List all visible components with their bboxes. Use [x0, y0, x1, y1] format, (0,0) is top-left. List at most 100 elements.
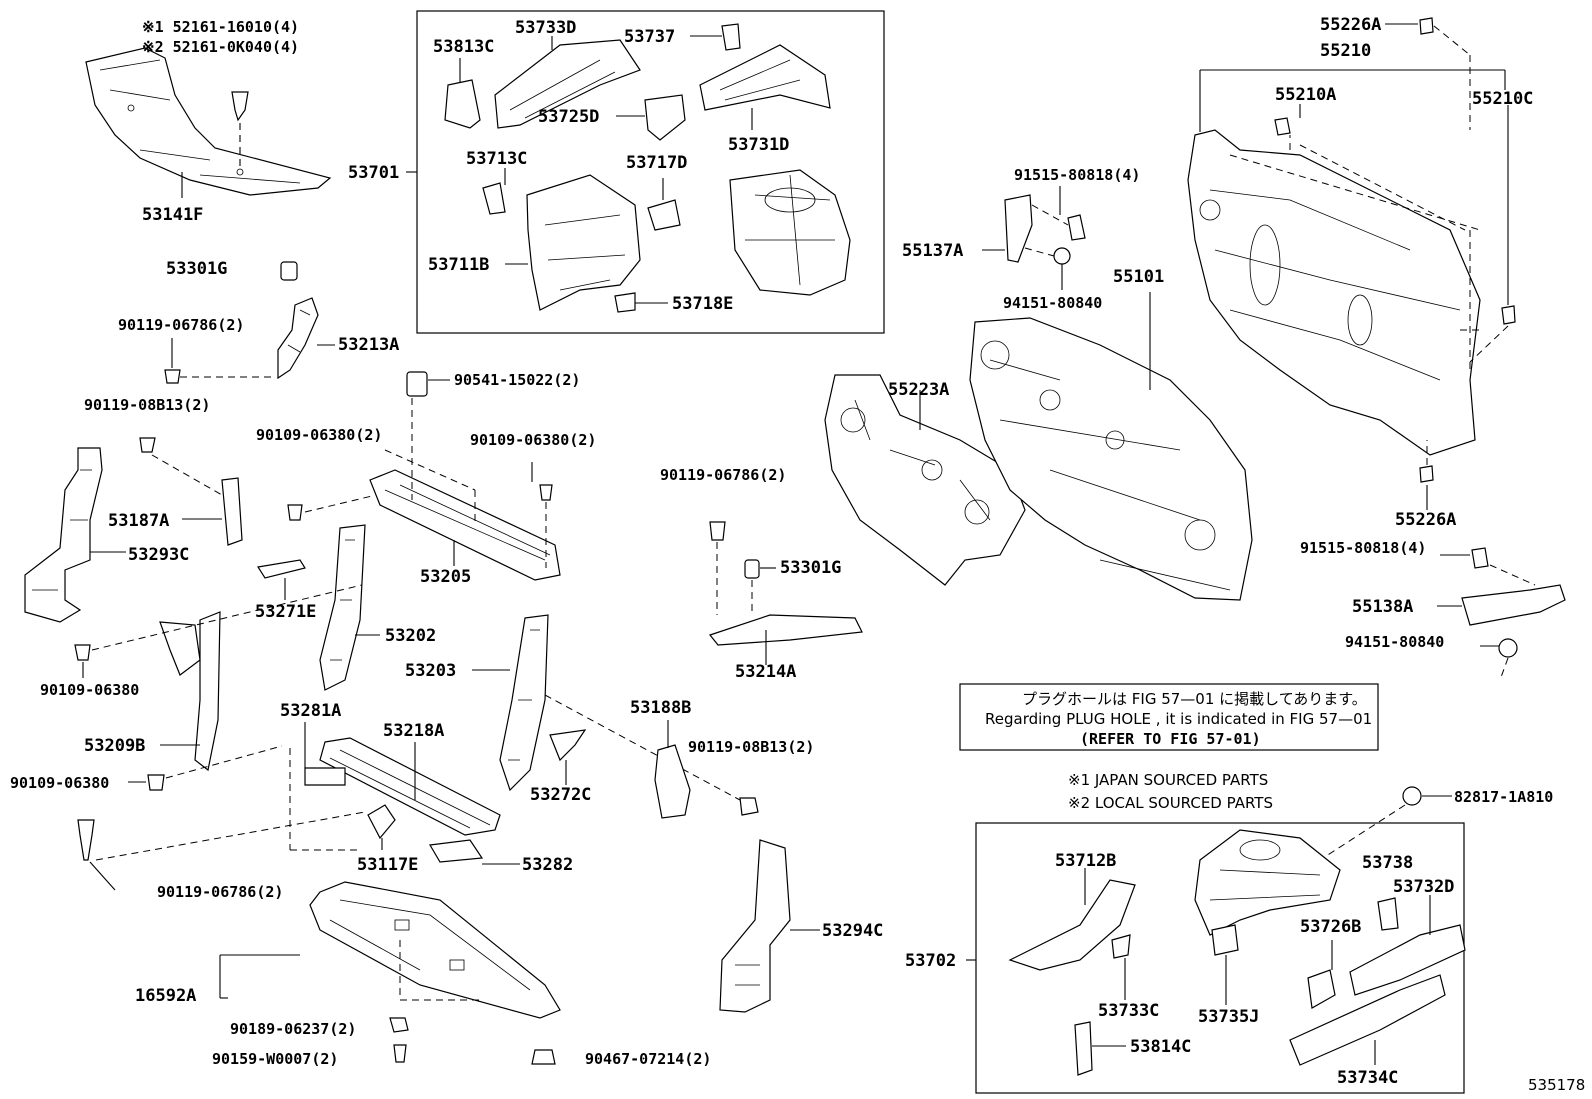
plug-hole-note: [959, 683, 1379, 751]
callout-90109-06380-b: 90109-06380(2): [470, 431, 596, 449]
callout-53293C: 53293C: [128, 545, 189, 565]
part-53209B: [74, 584, 363, 791]
callout-55210: 55210: [1320, 41, 1371, 61]
part-82817-1A810: [1319, 786, 1452, 861]
callout-53282: 53282: [522, 855, 573, 875]
callout-53734C: 53734C: [1337, 1068, 1398, 1088]
callout-53701: 53701: [348, 163, 399, 183]
group-box-53702: [975, 822, 1465, 1094]
callout-53731D: 53731D: [728, 135, 789, 155]
callout-53702: 53702: [905, 951, 956, 971]
part-55137A: [982, 186, 1086, 290]
callout-53117E: 53117E: [357, 855, 418, 875]
callout-55226A-b: 55226A: [1395, 510, 1456, 530]
figure-number: 535178: [1528, 1076, 1585, 1094]
callout-53294C: 53294C: [822, 921, 883, 941]
callout-55210C: 55210C: [1472, 89, 1533, 109]
callout-53271E: 53271E: [255, 602, 316, 622]
note-plug-hole-en: Regarding PLUG HOLE , it is indicated in…: [985, 710, 1372, 728]
part-53203: [472, 614, 741, 801]
callout-90119-06786-c: 90119-06786(2): [660, 466, 786, 484]
group-53701-parts: [406, 23, 851, 313]
callout-53737: 53737: [624, 27, 675, 47]
group-53702-parts: [966, 829, 1466, 1076]
callout-53813C: 53813C: [433, 37, 494, 57]
callout-91515-80818-a: 91515-80818(4): [1014, 166, 1140, 184]
part-55138A: [1437, 547, 1566, 681]
callout-53141F: 53141F: [142, 205, 203, 225]
callout-53209B: 53209B: [84, 736, 145, 756]
part-53218A: [289, 722, 501, 851]
callout-16592A: 16592A: [135, 986, 196, 1006]
callout-53717D: 53717D: [626, 153, 687, 173]
callout-53281A: 53281A: [280, 701, 341, 721]
callout-55137A: 55137A: [902, 241, 963, 261]
part-53141F: [85, 47, 332, 198]
callout-90119-06786-a: 90119-06786(2): [118, 316, 244, 334]
part-53294C: [719, 839, 820, 1013]
part-53117E: [367, 804, 396, 850]
callout-90119-08B13-a: 90119-08B13(2): [84, 396, 210, 414]
callout-53272C: 53272C: [530, 785, 591, 805]
callout-90109-06380-d: 90109-06380: [10, 774, 109, 792]
callout-90159-W0007: 90159-W0007(2): [212, 1050, 338, 1068]
part-53188B: [654, 720, 759, 819]
part-53271E: [257, 559, 306, 600]
callout-53141F-note2: ※2 52161-0K040(4): [142, 38, 299, 56]
callout-53218A: 53218A: [383, 721, 444, 741]
callout-53738: 53738: [1362, 853, 1413, 873]
callout-90109-06380-a: 90109-06380(2): [256, 426, 382, 444]
legend-local-sourced: ※2 LOCAL SOURCED PARTS: [1068, 794, 1273, 812]
part-53293C: [24, 437, 243, 623]
note-refer: (REFER TO FIG 57-01): [1080, 730, 1261, 748]
legend-japan-sourced: ※1 JAPAN SOURCED PARTS: [1068, 771, 1268, 789]
callout-91515-80818-b: 91515-80818(4): [1300, 539, 1426, 557]
part-53202: [319, 524, 380, 691]
part-55101: [969, 292, 1253, 601]
callout-90467-07214: 90467-07214(2): [585, 1050, 711, 1068]
callout-53301G-a: 53301G: [166, 259, 227, 279]
callout-53213A: 53213A: [338, 335, 399, 355]
part-55223A: [824, 374, 1026, 586]
callout-90541-15022: 90541-15022(2): [454, 371, 580, 389]
note-plug-hole-jp: プラグホールは FIG 57—01 に掲載してあります。: [1022, 690, 1367, 708]
callout-53141F-note1: ※1 52161-16010(4): [142, 18, 299, 36]
callout-53301G-b: 53301G: [780, 558, 841, 578]
part-16592A: [219, 881, 561, 1065]
part-bolt-90119-06786-b: [77, 811, 366, 891]
callout-53733C: 53733C: [1098, 1001, 1159, 1021]
callout-53711B: 53711B: [428, 255, 489, 275]
callout-53202: 53202: [385, 626, 436, 646]
part-53282: [429, 839, 520, 865]
callout-94151-80840-a: 94151-80840: [1003, 294, 1102, 312]
callout-94151-80840-b: 94151-80840: [1345, 633, 1444, 651]
callout-55223A: 55223A: [888, 380, 949, 400]
part-53213A: [164, 261, 335, 384]
callout-90119-06786-b: 90119-06786(2): [157, 883, 283, 901]
callout-53726B: 53726B: [1300, 917, 1361, 937]
callout-53712B: 53712B: [1055, 851, 1116, 871]
callout-53718E: 53718E: [672, 294, 733, 314]
callout-53814C: 53814C: [1130, 1037, 1191, 1057]
callout-53205: 53205: [420, 567, 471, 587]
callout-53732D: 53732D: [1393, 877, 1454, 897]
callout-90189-06237: 90189-06237(2): [230, 1020, 356, 1038]
part-53272C: [549, 729, 587, 785]
callout-53188B: 53188B: [630, 698, 691, 718]
callout-90119-08B13-b: 90119-08B13(2): [688, 738, 814, 756]
callout-55210A: 55210A: [1275, 85, 1336, 105]
callout-53203: 53203: [405, 661, 456, 681]
callout-53733D: 53733D: [515, 18, 576, 38]
callout-55101: 55101: [1113, 267, 1164, 287]
part-53214A: [708, 521, 863, 665]
callout-53725D: 53725D: [538, 107, 599, 127]
callout-53214A: 53214A: [735, 662, 796, 682]
callout-53187A: 53187A: [108, 511, 169, 531]
callout-55138A: 55138A: [1352, 597, 1413, 617]
callout-82817-1A810: 82817-1A810: [1454, 788, 1553, 806]
callout-55226A-a: 55226A: [1320, 15, 1381, 35]
part-53205: [287, 371, 561, 581]
part-55210: [1187, 17, 1516, 510]
callout-90109-06380-c: 90109-06380: [40, 681, 139, 699]
callout-53713C: 53713C: [466, 149, 527, 169]
